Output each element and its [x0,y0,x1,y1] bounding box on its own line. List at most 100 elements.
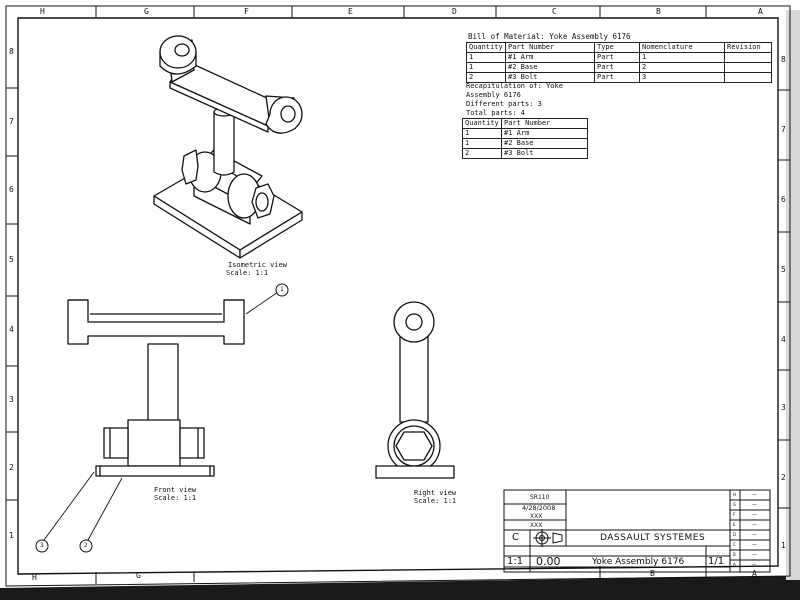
zone-label-left: 5 [9,255,14,264]
table-row: 1 #1 Arm [462,128,588,139]
rev-entry: — [752,502,757,508]
recap-different-parts: Different parts: 3 [466,100,542,108]
recap-cell: 2 [462,148,502,159]
recap-cell: #1 Arm [501,128,588,139]
bom-cell: 1 [466,52,506,63]
front-view [67,299,245,477]
balloon-3 [35,539,49,553]
recap-total-parts: Total parts: 4 [466,109,526,117]
balloon-2 [79,539,93,553]
right-post [399,329,429,423]
balloon-leaders [43,291,279,541]
table-row: 2 #3 Bolt [462,148,588,159]
bom-cell [724,62,772,73]
zone-label-right: 3 [781,403,786,412]
zone-label-top: C [552,7,557,16]
front-base [95,465,215,477]
weight-value: 0.00 [536,555,561,568]
isometric-view-caption: Isometric view [228,261,288,269]
balloons [35,283,289,553]
right-view-caption: Right view [414,489,457,497]
recap-cell: #2 Base [501,138,588,149]
rev-entry: — [752,532,757,538]
balloon-1-label: 1 [280,286,284,293]
zone-label-top: A [758,7,763,16]
balloon-1 [275,283,289,297]
zone-label-left: 3 [9,395,14,404]
recap-table: Quantity Part Number 1 #1 Arm 1 #2 Base … [462,118,588,159]
rev-entry: — [752,492,757,498]
bom-cell [724,72,772,83]
zone-label-left: 8 [9,47,14,56]
recap-header-cell: Quantity [462,118,502,129]
rev-letter: H [733,492,737,497]
iso-post [213,112,235,176]
bom-cell: 1 [466,62,506,73]
bom-cell: Part [594,62,640,73]
bom-header-row: Quantity Part Number Type Nomenclature R… [466,42,772,53]
checked-value: XXX [530,513,543,520]
isometric-view [153,35,303,259]
bom-header-cell: Revision [724,42,772,53]
rev-letter: A [733,562,736,567]
zone-label-right: 7 [781,125,786,134]
rev-entry: — [752,542,757,548]
rev-letter: B [733,552,736,557]
company-name: DASSAULT SYSTEMES [600,533,706,543]
zone-label-right: 6 [781,195,786,204]
bom-cell: #2 Base [505,62,595,73]
scale-value: 1:1 [507,556,524,567]
right-view [375,301,455,479]
rev-entry: — [752,562,757,568]
balloon-2-label: 2 [84,542,88,549]
drawn-by-value: SR110 [530,494,550,501]
rev-letter: D [733,532,737,537]
front-view-caption: Front view [154,486,197,494]
bom-header-cell: Quantity [466,42,506,53]
bom-cell: Part [594,72,640,83]
right-view-scale: Scale: 1:1 [414,497,457,505]
checked-date-value: XXX [530,522,543,529]
front-nut-left [103,427,129,459]
zone-label-left: 2 [9,463,14,472]
zone-label-left: 4 [9,325,14,334]
front-post [147,343,179,427]
right-boss-hole [405,313,423,331]
zone-label-top: G [144,7,149,16]
zone-label-top: D [452,7,457,16]
right-base [375,465,455,479]
zone-label-right: 8 [781,55,786,64]
bom-cell [724,52,772,63]
page-edge [786,10,800,580]
recap-header-cell: Part Number [501,118,588,129]
bom-cell: #3 Bolt [505,72,595,83]
sheet-number-value: 1/1 [708,556,725,567]
zone-label-left: 7 [9,117,14,126]
bom-header-cell: Type [594,42,640,53]
isometric-view-scale: Scale: 1:1 [226,269,269,277]
zone-label-left: 6 [9,185,14,194]
recap-cell: #3 Bolt [501,148,588,159]
rev-letter: E [733,522,736,527]
table-row: 1 #2 Base Part 2 [466,62,772,73]
front-view-scale: Scale: 1:1 [154,494,197,502]
table-row: 1 #2 Base [462,138,588,149]
bom-cell: 2 [466,72,506,83]
projection-symbol [533,529,563,547]
rev-letter: F [733,512,736,517]
zone-label-right: 1 [781,541,786,550]
iso-base-side [239,211,303,259]
zone-label-right: 2 [781,473,786,482]
rev-entry: — [752,512,757,518]
right-bolt-hex [395,431,433,461]
front-block [127,419,181,467]
rev-entry: — [752,552,757,558]
recap-cell: 1 [462,128,502,139]
zone-label-bottom: G [136,571,141,580]
bom-table: Quantity Part Number Type Nomenclature R… [466,42,772,83]
drawing-title-value: Yoke Assembly 6176 [592,557,685,567]
zone-label-bottom: A [752,569,757,578]
zone-label-right: 4 [781,335,786,344]
